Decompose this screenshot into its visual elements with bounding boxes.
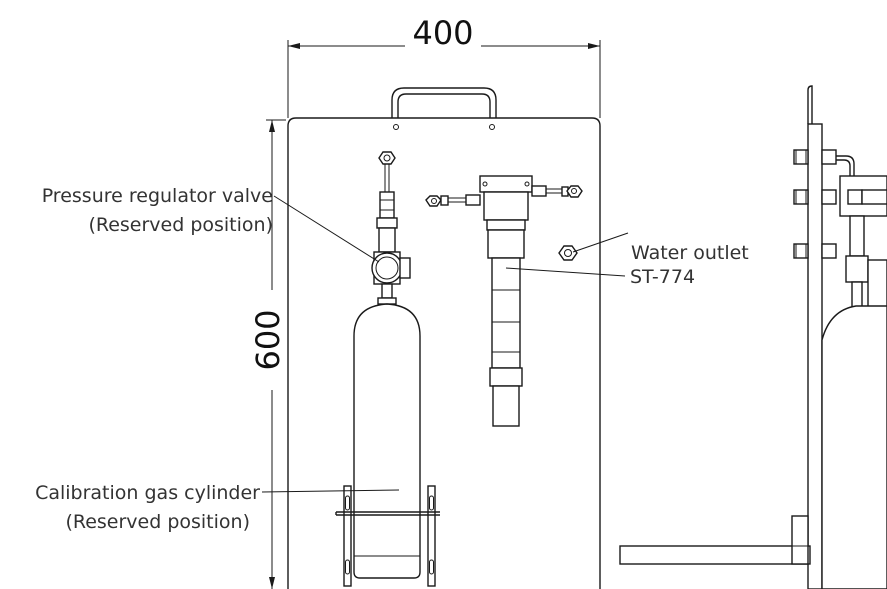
water-outlet-label: Water outlet: [631, 242, 749, 264]
pressure-regulator-valve: [371, 151, 411, 305]
cylinder-bracket: [335, 485, 440, 587]
height-label: 600: [249, 309, 287, 370]
cylinder-sublabel: (Reserved position): [65, 511, 250, 533]
height-dimension: 600: [249, 119, 290, 589]
front-panel: [287, 87, 601, 589]
regulator-sublabel: (Reserved position): [88, 214, 273, 236]
calibration-gas-cylinder: [335, 303, 440, 587]
regulator-label: Pressure regulator valve: [42, 185, 273, 207]
water-outlet-fitting: [558, 245, 578, 261]
sensor-label: ST-774: [630, 266, 695, 288]
width-dimension: 400: [287, 14, 601, 118]
st-774-sensor: [425, 175, 583, 427]
side-view: [619, 85, 887, 589]
width-label: 400: [412, 14, 473, 52]
cylinder-label: Calibration gas cylinder: [35, 482, 260, 504]
leader-lines: [261, 195, 629, 493]
